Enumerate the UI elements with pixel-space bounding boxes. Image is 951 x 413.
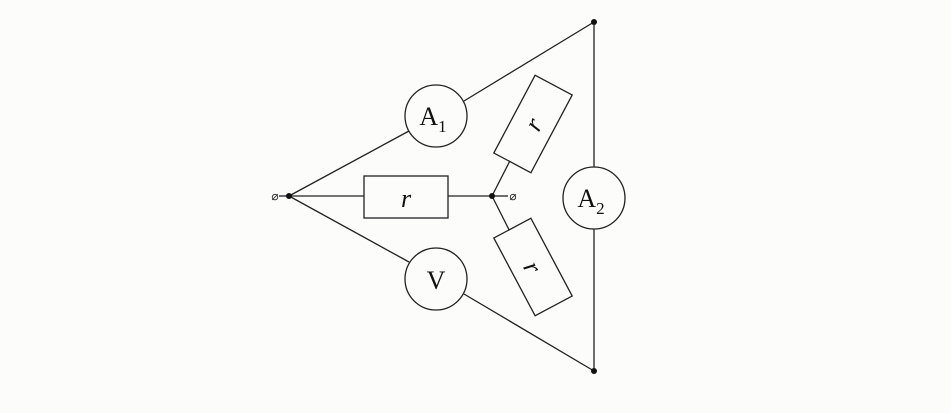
ammeter-1-index: 1 [438,117,447,136]
wire-left-to-ammeter-1 [288,130,410,197]
resistor-upper-right-body [492,74,574,174]
ammeter-1-label: A1 [419,102,446,136]
ammeter-1: A1 [404,84,468,148]
resistor-upper-right: r [492,74,574,174]
ammeter-1-letter: A [419,102,438,131]
ammeter-2-letter: A [577,184,596,213]
voltmeter-label: V [427,266,446,295]
resistor-lower-right: r [492,217,574,317]
terminal-center: ⌀ [509,189,516,203]
terminal-left: ⌀ [271,189,278,203]
node-center [489,193,495,199]
resistor-left: r [363,175,449,219]
node-top [591,19,597,25]
wire-ammeter-1-to-top [463,21,595,102]
ammeter-2: A2 [562,166,626,230]
node-left [286,193,292,199]
ammeter-2-label: A2 [577,184,604,218]
resistor-left-label: r [401,184,412,213]
resistor-lower-right-body [492,217,574,317]
wire-voltmeter-to-bottom [463,293,595,372]
node-bottom [591,368,597,374]
resistor-left-body [363,175,449,219]
wire-left-to-voltmeter [288,195,410,263]
voltmeter-circle [404,247,468,311]
ammeter-2-circle [562,166,626,230]
voltmeter: V [404,247,468,311]
ammeter-1-circle [404,84,468,148]
ammeter-2-index: 2 [596,199,605,218]
